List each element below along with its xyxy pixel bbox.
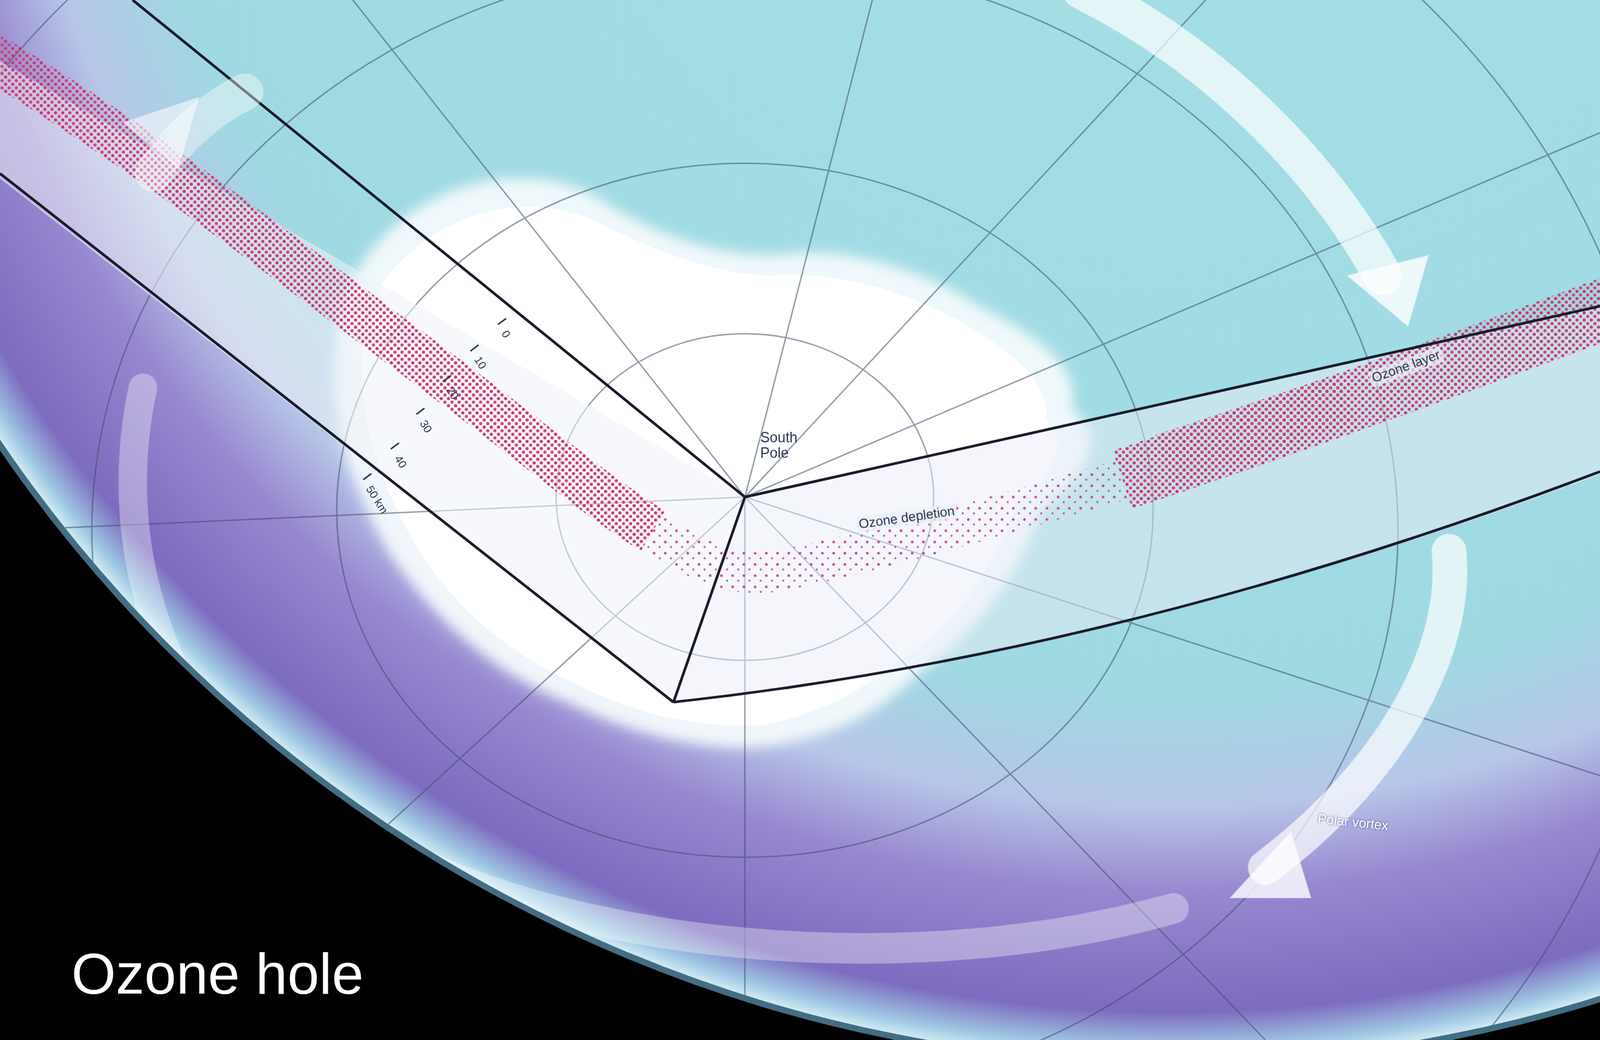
title: Ozone hole	[71, 940, 364, 1007]
region-label: Ozone layer	[1367, 346, 1445, 388]
scale-number: 20	[443, 384, 461, 403]
place-label: South Pole	[760, 429, 798, 462]
scale-number: 30	[416, 418, 435, 436]
scale-number: 10	[471, 354, 489, 372]
region-label: Polar vortex	[1316, 811, 1389, 834]
scale-number: 40	[391, 453, 409, 471]
region-label: Ozone depletion	[855, 503, 959, 534]
scale-number: 0	[498, 328, 513, 341]
scale-number: 50 km	[363, 483, 390, 516]
